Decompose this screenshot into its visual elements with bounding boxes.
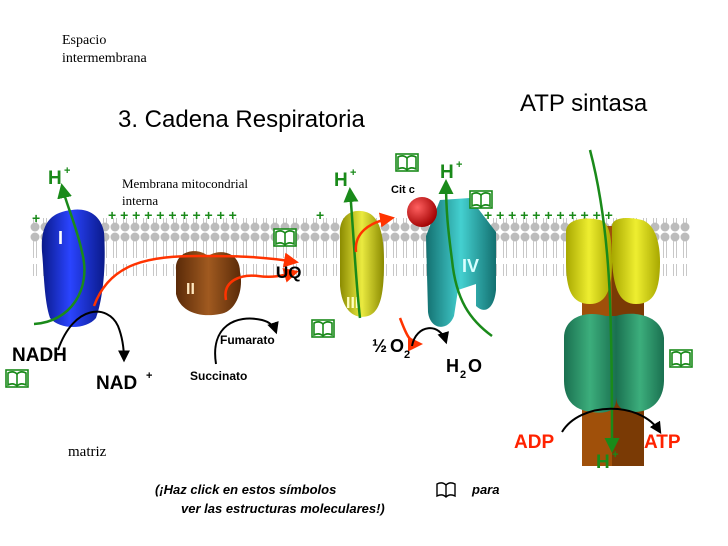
electron-arrow-complex-ii-to-uq [224,268,299,301]
book-icon[interactable] [469,190,493,209]
oxygen-to-water-arrow [411,327,449,347]
svg-text:H: H [48,168,62,189]
complex-iii-label: III [346,295,359,312]
instruction-note-line1-start: (¡Haz click en estos símbolos [155,482,336,497]
intermembrane-label-line2: intermembrana [62,51,148,66]
svg-text:H: H [446,356,459,376]
electron-arrow-complex-i-to-uq [92,252,299,307]
svg-text:+: + [146,370,152,382]
page-title: 3. Cadena Respiratoria [118,106,365,133]
complex-ii-label: II [186,281,195,298]
book-icon[interactable] [669,349,693,368]
book-icon [436,482,456,498]
oxygen-label: ½ O 2 [372,336,410,361]
proton-label-complex-iv: H + [440,159,462,183]
complex-iv-label: IV [462,256,479,276]
proton-arrows [33,149,620,453]
electron-arrow-to-oxygen [398,317,423,352]
svg-text:+: + [316,207,324,223]
svg-text:+ + + + + + + + + + +: + + + + + + + + + + + [108,207,237,223]
book-icon[interactable] [395,153,419,172]
proton-arrow-complex-iii [343,187,362,319]
svg-text:H: H [440,162,454,183]
complex-i-label: I [58,228,63,248]
svg-text:H: H [334,170,348,191]
instruction-note: (¡Haz click en estos símbolos para ver l… [155,482,499,516]
atp-label: ATP [644,432,681,453]
water-label: H 2 O [446,356,482,381]
complex-iv[interactable]: IV [426,198,496,327]
ubiquinone-label: UQ [276,263,302,282]
book-icon[interactable] [5,369,29,388]
matrix-label: matriz [68,444,107,460]
succinate-to-fumarate-arrow [214,317,279,365]
instruction-note-line2: ver las estructuras moleculares!) [181,501,385,516]
fumarate-label: Fumarato [220,333,275,347]
proton-label-complex-iii: H + [334,167,356,191]
proton-label-complex-i: H + [48,165,70,189]
book-icons [5,153,693,388]
svg-text:O: O [390,336,404,356]
svg-text:NAD: NAD [96,373,137,394]
electron-arrows [92,212,423,352]
cytochrome-c[interactable]: Cit c [391,184,437,227]
electron-arrow-complex-iii-to-cyt-c [354,212,395,253]
proton-arrow-complex-i [33,183,86,326]
instruction-note-line1-end: para [471,482,499,497]
atp-synthase-label: ATP sintasa [520,90,648,117]
svg-text:+: + [64,165,70,177]
svg-text:+: + [350,167,356,179]
svg-text:+: + [32,210,40,226]
adp-to-atp-arrow [561,407,662,435]
cytochrome-c-label: Cit c [391,184,415,196]
intermembrane-label-line1: Espacio [62,33,106,48]
proton-arrow-atp-synthase [588,149,620,453]
complex-i[interactable]: I [41,209,105,327]
reaction-arrows [57,310,662,435]
svg-text:2: 2 [404,349,410,361]
membrane-label-line1: Membrana mitocondrial [122,176,248,191]
svg-text:+: + [612,449,618,461]
membrane-label-line2: interna [122,193,158,208]
proton-label-atp-synthase: H + [596,449,618,473]
svg-text:O: O [468,356,482,376]
svg-text:2: 2 [460,369,466,381]
nadh-to-nad-arrow [57,310,130,363]
nadh-label: NADH [12,345,67,366]
nad-label: NAD + [96,370,152,394]
adp-label: ADP [514,432,554,453]
succinate-label: Succinato [190,369,247,383]
complex-iii[interactable]: III [339,210,384,317]
atp-synthase[interactable] [564,218,664,466]
book-icon[interactable] [311,319,335,338]
svg-text:+: + [456,159,462,171]
book-icon[interactable] [273,228,297,247]
proton-arrow-complex-iv [438,179,493,338]
svg-text:½: ½ [372,336,387,356]
svg-text:H: H [596,452,610,473]
membrane-plus-signs: + + + + + + + + + + + + + + + + + + + + … [32,207,613,226]
